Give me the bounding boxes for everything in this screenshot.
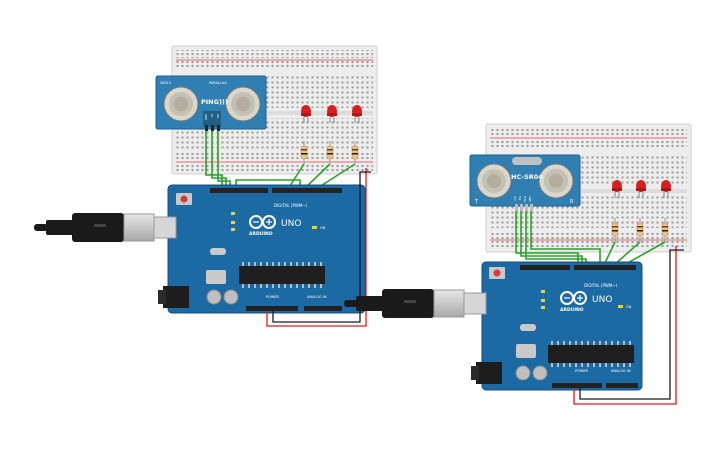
resistor-1b[interactable] bbox=[326, 141, 334, 164]
ping-pin-5v: 5V bbox=[210, 114, 214, 118]
arduino-uno-2[interactable]: DIGITAL (PWM~) UNO ARDUINO ON bbox=[471, 261, 643, 391]
circuit-2: HC-SR04 T R VCC Trig Echo GND bbox=[344, 123, 692, 405]
led-2a[interactable] bbox=[612, 180, 622, 198]
arduino-2-header-label: DIGITAL (PWM~) bbox=[584, 283, 618, 288]
hc-sr04-sensor[interactable]: HC-SR04 T R VCC Trig Echo GND bbox=[469, 154, 581, 211]
hc-sr04-pin-vcc: VCC bbox=[513, 196, 516, 201]
ping-pin-sig: SIG bbox=[216, 114, 220, 118]
led-1a[interactable] bbox=[301, 105, 311, 123]
arduino-2-analog-label: ANALOG IN bbox=[611, 369, 631, 373]
wires-power-1[interactable] bbox=[266, 168, 371, 327]
led-1c[interactable] bbox=[352, 105, 362, 123]
arduino-1-brand-label: ARDUINO bbox=[249, 231, 273, 237]
resistor-2b[interactable] bbox=[636, 218, 644, 242]
circuit-1: PING))) PARALLAX 28015 GND 5V SIG bbox=[34, 45, 378, 327]
wires-power-2[interactable] bbox=[573, 246, 684, 405]
hc-sr04-pin-gnd: GND bbox=[528, 196, 531, 202]
arduino-2-power-label: POWER bbox=[575, 369, 589, 373]
hc-sr04-t-label: T bbox=[474, 199, 479, 205]
usb-cable-icon[interactable] bbox=[344, 289, 487, 318]
arduino-2-on-label: ON bbox=[626, 305, 632, 309]
resistor-2a[interactable] bbox=[611, 218, 619, 242]
arduino-uno-1[interactable]: DIGITAL (PWM~) UNO ARDUINO ON bbox=[158, 184, 366, 314]
arduino-2-model-label: UNO bbox=[592, 295, 612, 305]
arduino-1-on-label: ON bbox=[320, 226, 326, 230]
hc-sr04-r-label: R bbox=[570, 199, 574, 205]
arduino-infinity-logo-icon bbox=[249, 215, 276, 229]
ping-sensor[interactable]: PING))) PARALLAX 28015 GND 5V SIG bbox=[155, 75, 267, 131]
hc-sr04-pin-trig: Trig bbox=[518, 196, 521, 201]
arduino-1-analog-label: ANALOG IN bbox=[307, 295, 327, 299]
arduino-1-header-label: DIGITAL (PWM~) bbox=[274, 203, 308, 208]
resistor-2c[interactable] bbox=[661, 218, 669, 242]
arduino-1-model-label: UNO bbox=[281, 219, 301, 229]
led-1b[interactable] bbox=[327, 105, 337, 123]
ping-revision-label: 28015 bbox=[160, 81, 171, 85]
resistor-1c[interactable] bbox=[351, 141, 359, 164]
led-2c[interactable] bbox=[661, 180, 671, 198]
hc-sr04-model-label: HC-SR04 bbox=[511, 173, 543, 181]
arduino-1-power-label: POWER bbox=[266, 295, 280, 299]
usb-cable-icon[interactable] bbox=[34, 213, 177, 242]
ping-brand-label: PARALLAX bbox=[209, 81, 227, 85]
ping-model-label: PING))) bbox=[201, 98, 228, 106]
arduino-2-brand-label: ARDUINO bbox=[560, 307, 584, 313]
led-2b[interactable] bbox=[636, 180, 646, 198]
resistor-1a[interactable] bbox=[300, 141, 308, 164]
hc-sr04-pin-echo: Echo bbox=[523, 196, 526, 202]
arduino-infinity-logo-icon bbox=[560, 291, 587, 305]
ping-pin-gnd: GND bbox=[204, 114, 208, 120]
